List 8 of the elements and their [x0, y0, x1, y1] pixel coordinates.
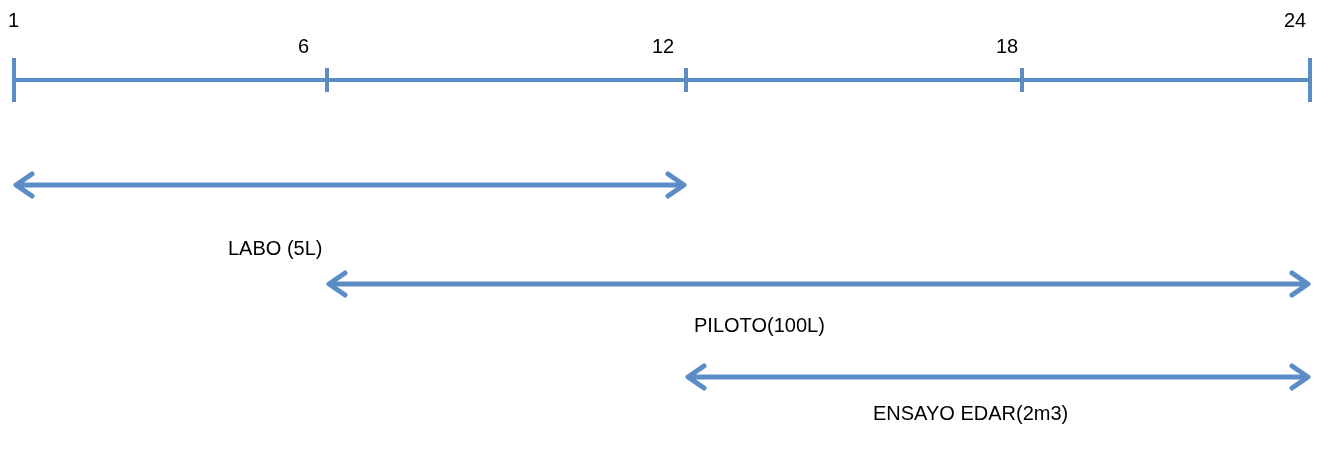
tick-label: 24	[1284, 10, 1307, 30]
phase-label: ENSAYO EDAR(2m3)	[873, 403, 1069, 423]
tick-label: 12	[652, 36, 675, 56]
tick-label: 1	[8, 10, 20, 30]
tick-label: 18	[996, 36, 1019, 56]
phase-label: PILOTO(100L)	[694, 315, 825, 335]
phase-label: LABO (5L)	[228, 238, 323, 258]
tick-label: 6	[298, 36, 310, 56]
